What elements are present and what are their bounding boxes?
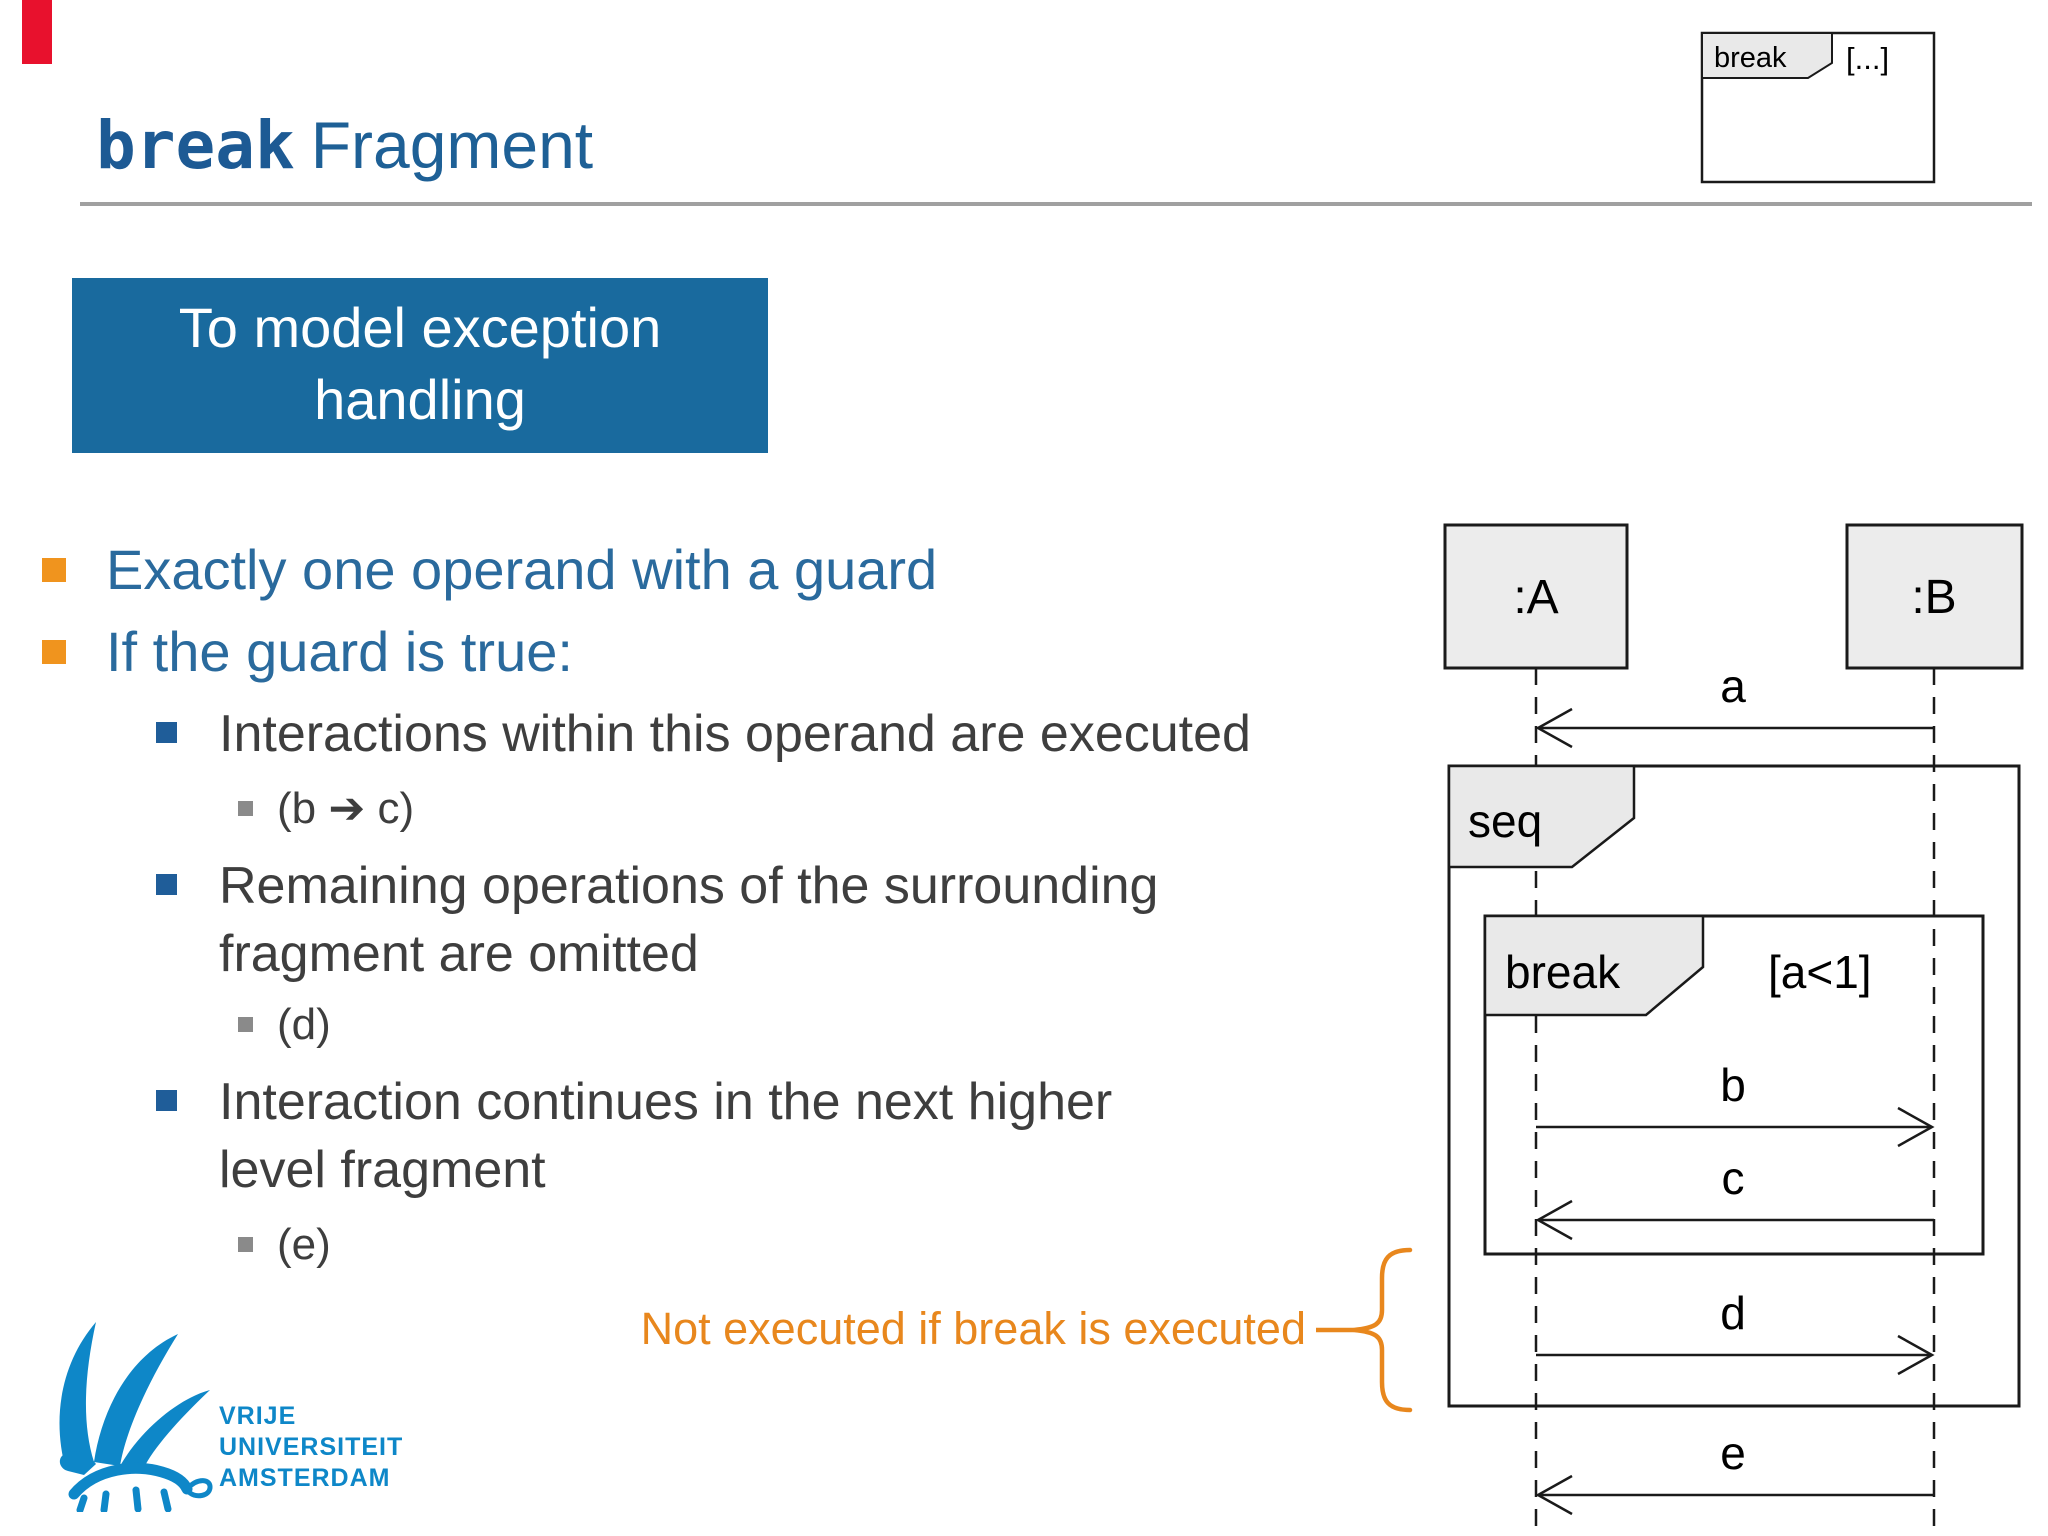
callout-line1: To model exception [178, 296, 662, 359]
title-rest: Fragment [310, 108, 594, 182]
message-b-arrowhead-icon [1897, 1106, 1935, 1148]
mini-break-fragment-icon: break [...] [1700, 31, 1936, 184]
bullet-row-8: (e) [238, 1217, 331, 1273]
orange-square-bullet-icon [42, 640, 66, 664]
bullet-text: (e) [277, 1220, 331, 1269]
lifeline-label-B: :B [1911, 571, 1956, 624]
bullet-text-line2: level fragment [219, 1141, 546, 1199]
sequence-diagram: :A :B a seq break [a<1] b c d e [1443, 523, 2024, 1532]
red-accent-bar [22, 0, 52, 64]
seq-fragment-frame [1447, 764, 2021, 1408]
gray-square-bullet-icon [238, 801, 253, 816]
message-c-label: c [1722, 1152, 1745, 1204]
break-operator-label: break [1505, 946, 1621, 998]
break-fragment-frame [1483, 914, 1985, 1256]
vu-wordmark-line1: VRIJE [219, 1402, 297, 1430]
vu-griffin-logo-icon [59, 1322, 213, 1512]
mini-fragment-operator-label: break [1714, 42, 1787, 74]
bullet-text: (b ➔ c) [277, 784, 415, 833]
lifeline-head-A [1443, 523, 1629, 670]
bullet-row-2: If the guard is true: [42, 618, 573, 686]
bullet-row-7: Interaction continues in the next higher… [156, 1068, 1112, 1204]
blue-square-bullet-icon [156, 722, 177, 743]
lifeline-head-B [1845, 523, 2024, 670]
message-d-label: d [1720, 1287, 1746, 1339]
mini-fragment-operator-tab [1701, 32, 1833, 79]
message-d-arrowhead-icon [1897, 1334, 1935, 1376]
break-operator-tab [1483, 914, 1705, 1017]
bullet-text: Interactions within this operand are exe… [219, 705, 1251, 763]
mini-fragment-placeholder: [...] [1846, 41, 1889, 76]
bullet-text-line2: fragment are omitted [219, 925, 699, 983]
annotation-brace-icon [1316, 1247, 1413, 1413]
bullet-text: (d) [277, 1000, 331, 1049]
vu-wordmark-line2: UNIVERSITEIT [219, 1433, 404, 1461]
blue-square-bullet-icon [156, 1090, 177, 1111]
message-e-label: e [1720, 1427, 1746, 1479]
bullet-row-5: Remaining operations of the surrounding f… [156, 852, 1158, 988]
bullet-text-line1: Interaction continues in the next higher [219, 1073, 1113, 1131]
bullet-text-line1: Remaining operations of the surrounding [219, 857, 1159, 915]
message-b-label: b [1720, 1059, 1746, 1111]
bullet-row-6: (d) [238, 997, 331, 1053]
seq-operator-tab [1447, 764, 1636, 869]
blue-square-bullet-icon [156, 874, 177, 895]
gray-square-bullet-icon [238, 1017, 253, 1032]
vu-wordmark: VRIJE UNIVERSITEIT AMSTERDAM [219, 1401, 403, 1494]
bullet-text: Remaining operations of the surrounding f… [219, 852, 1158, 988]
callout-box: To model exception handling [72, 278, 768, 453]
bullet-text: Exactly one operand with a guard [106, 538, 938, 601]
title-divider [80, 202, 2032, 206]
vu-wordmark-line3: AMSTERDAM [219, 1464, 391, 1492]
seq-operator-label: seq [1468, 795, 1542, 847]
message-c-arrowhead-icon [1535, 1199, 1573, 1241]
orange-square-bullet-icon [42, 558, 66, 582]
bullet-row-4: (b ➔ c) [238, 781, 414, 837]
annotation-text: Not executed if break is executed [640, 1303, 1306, 1354]
bullet-text: If the guard is true: [106, 620, 573, 683]
message-a-label: a [1720, 660, 1746, 712]
message-a-arrowhead-icon [1535, 707, 1573, 749]
title-code-word: break [96, 107, 295, 184]
lifeline-label-A: :A [1513, 571, 1558, 624]
break-guard-label: [a<1] [1768, 946, 1872, 998]
bullet-text: Interaction continues in the next higher… [219, 1068, 1112, 1204]
gray-square-bullet-icon [238, 1237, 253, 1252]
bullet-row-1: Exactly one operand with a guard [42, 536, 937, 604]
curly-brace-path [1353, 1247, 1413, 1413]
bullet-row-3: Interactions within this operand are exe… [156, 700, 1251, 768]
message-e-arrowhead-icon [1535, 1474, 1573, 1516]
callout-line2: handling [314, 368, 526, 431]
